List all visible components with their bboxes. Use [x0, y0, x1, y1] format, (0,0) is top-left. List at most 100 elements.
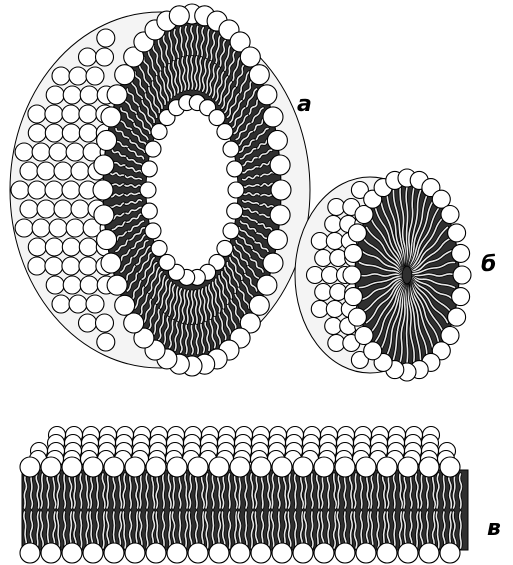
lipid-head [257, 85, 277, 105]
lipid-head [32, 143, 50, 161]
lipid-head [62, 457, 82, 477]
lipid-head [453, 266, 471, 284]
lipid-head [37, 200, 55, 218]
lipid-head [97, 333, 115, 351]
lipid-head [151, 240, 167, 256]
lipid-head [45, 238, 63, 256]
lipid-head [20, 457, 40, 477]
lipid-head [28, 257, 46, 275]
lipid-head [104, 543, 124, 563]
lipid-head [94, 155, 114, 175]
lipid-tail [206, 474, 208, 508]
lipid-head [101, 253, 121, 273]
label-micelle: б [481, 252, 496, 277]
lipid-bilayer [20, 427, 468, 564]
lipid-head [86, 67, 104, 85]
label-liposome: а [297, 92, 312, 117]
lipid-head [335, 457, 355, 477]
lipid-head [20, 200, 38, 218]
lipid-head [263, 253, 283, 273]
lipid-head [66, 143, 84, 161]
lipid-head [217, 240, 233, 256]
lipid-head [115, 65, 135, 85]
lipid-head [69, 67, 87, 85]
lipid-head [272, 543, 292, 563]
lipid-head [52, 67, 70, 85]
lipid-head [141, 203, 157, 219]
lipid-head [41, 543, 61, 563]
lipid-head [79, 124, 97, 142]
lipid-head [227, 203, 243, 219]
lipid-head [66, 219, 84, 237]
lipid-head [49, 219, 67, 237]
lipid-tail [140, 474, 142, 508]
lipid-head [15, 219, 33, 237]
lipid-head [145, 223, 161, 239]
lipid-head [15, 143, 33, 161]
lipid-head [62, 105, 80, 123]
lipid-head [223, 223, 239, 239]
lipid-head [83, 457, 103, 477]
lipid-head [398, 457, 418, 477]
lipid-head [257, 275, 277, 295]
lipid-head [270, 155, 290, 175]
lipid-head [448, 308, 466, 326]
lipid-head [20, 543, 40, 563]
lipid-head [230, 457, 250, 477]
lipid-head [209, 457, 229, 477]
lipid-head [228, 182, 244, 198]
lipid-head [263, 107, 283, 127]
lipid-head [159, 254, 175, 270]
lipid-tail [107, 474, 109, 508]
lipid-head [377, 457, 397, 477]
lipid-head [217, 124, 233, 140]
lipid-head [83, 543, 103, 563]
lipid-head [146, 457, 166, 477]
lipid-head [249, 295, 269, 315]
lipid-head [45, 124, 63, 142]
lipid-head [169, 6, 189, 26]
lipid-head [62, 257, 80, 275]
lipid-head [71, 162, 89, 180]
lipid-head [97, 29, 115, 47]
lipid-tail [173, 474, 175, 508]
lipid-head [125, 457, 145, 477]
lipid-head [54, 162, 72, 180]
lipid-head [79, 105, 97, 123]
lipid-head [101, 107, 121, 127]
lipid-head [62, 181, 80, 199]
lipid-head [96, 48, 114, 66]
lipid-head [146, 543, 166, 563]
lipid-head [125, 543, 145, 563]
lipid-head [28, 181, 46, 199]
lipid-head [356, 543, 376, 563]
lipid-head [86, 295, 104, 313]
lipid-head [452, 244, 470, 262]
lipid-head [115, 295, 135, 315]
lipid-head [124, 313, 144, 333]
lipid-head [41, 457, 61, 477]
lipid-head [230, 543, 250, 563]
lipid-head [46, 276, 64, 294]
lipid-head [62, 124, 80, 142]
lipid-head [28, 124, 46, 142]
lipid-head [377, 543, 397, 563]
lipid-head [54, 200, 72, 218]
lipid-head [63, 86, 81, 104]
lipid-head [167, 457, 187, 477]
lipid-head [45, 105, 63, 123]
lipid-head [28, 105, 46, 123]
lipid-head [62, 543, 82, 563]
lipid-head [79, 48, 97, 66]
lipid-head [355, 327, 373, 345]
lipid-head [151, 124, 167, 140]
lipid-head [49, 143, 67, 161]
lipid-head [167, 543, 187, 563]
lipid-head [94, 205, 114, 225]
lipid-head [20, 162, 38, 180]
lipid-head [249, 65, 269, 85]
lipid-head [267, 230, 287, 250]
lipid-head [45, 257, 63, 275]
lipid-head [104, 457, 124, 477]
